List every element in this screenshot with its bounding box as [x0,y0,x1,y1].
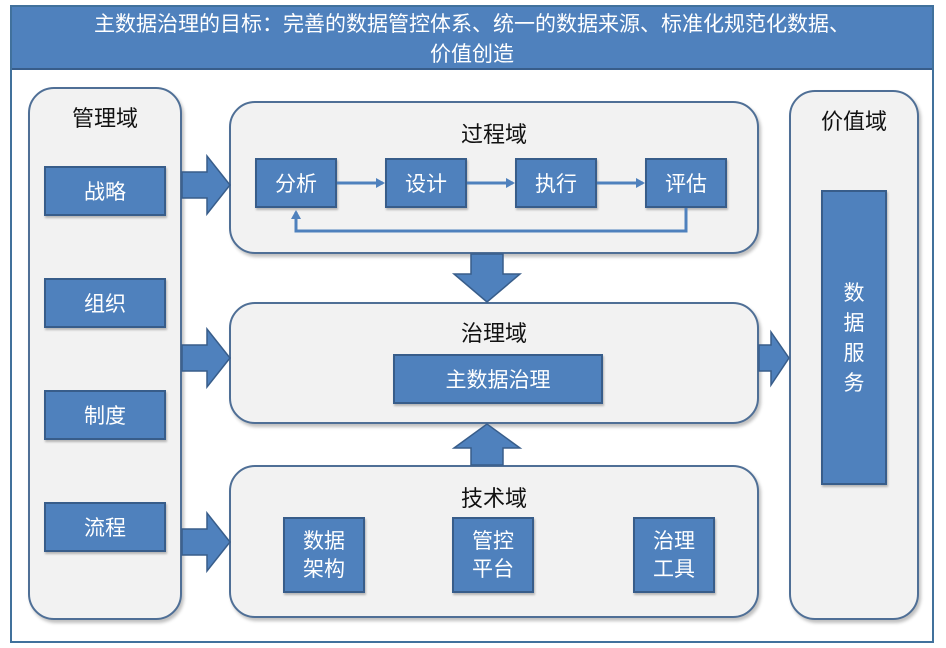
block-arrow-technology-to-governance [451,423,523,466]
tech-item-data-architecture: 数据 架构 [283,517,365,593]
process-step-design: 设计 [385,158,467,208]
process-domain-title: 过程域 [460,123,527,148]
tech-item-control-platform-line1: 管控 [472,529,514,553]
goal-banner-line2: 价值创造 [430,42,514,66]
technology-domain-title: 技术域 [460,487,527,512]
goal-banner-line1: 主数据治理的目标：完善的数据管控体系、统一的数据来源、标准化规范化数据、 [94,12,850,36]
tech-item-data-architecture-line1: 数据 [303,529,345,553]
management-item-process: 流程 [44,502,166,552]
arrow-evaluation-feedback-to-analysis [291,208,688,233]
block-arrow-organization-to-governance [181,326,231,390]
block-arrow-process-to-governance [451,253,523,303]
management-item-strategy: 战略 [44,166,166,216]
tech-item-governance-tools: 治理 工具 [633,517,715,593]
governance-domain-title: 治理域 [460,322,527,347]
block-arrow-strategy-to-process [181,153,231,217]
data-service-box: 数 据 服 务 [821,190,887,485]
goal-banner: 主数据治理的目标：完善的数据管控体系、统一的数据来源、标准化规范化数据、 价值创… [12,7,932,70]
process-step-execution: 执行 [515,158,597,208]
value-domain-title: 价值域 [820,110,887,135]
data-service-char: 务 [843,370,865,395]
process-step-evaluation: 评估 [645,158,727,208]
tech-item-governance-tools-line2: 工具 [653,557,695,581]
management-item-policy: 制度 [44,390,166,440]
tech-item-governance-tools-line1: 治理 [653,529,695,553]
data-service-char: 据 [843,310,865,335]
process-step-analysis: 分析 [255,158,337,208]
tech-item-control-platform-line2: 平台 [472,557,514,581]
master-data-governance-box: 主数据治理 [393,354,603,404]
block-arrow-process-to-technology [181,510,231,574]
block-arrow-governance-to-value [758,329,790,388]
data-service-char: 服 [843,340,865,365]
data-service-label: 数 据 服 务 [844,278,865,398]
tech-item-control-platform: 管控 平台 [452,517,534,593]
management-item-organization: 组织 [44,278,166,328]
tech-item-data-architecture-line2: 架构 [303,557,345,581]
management-domain-title: 管理域 [71,107,138,132]
data-service-char: 数 [843,280,865,305]
